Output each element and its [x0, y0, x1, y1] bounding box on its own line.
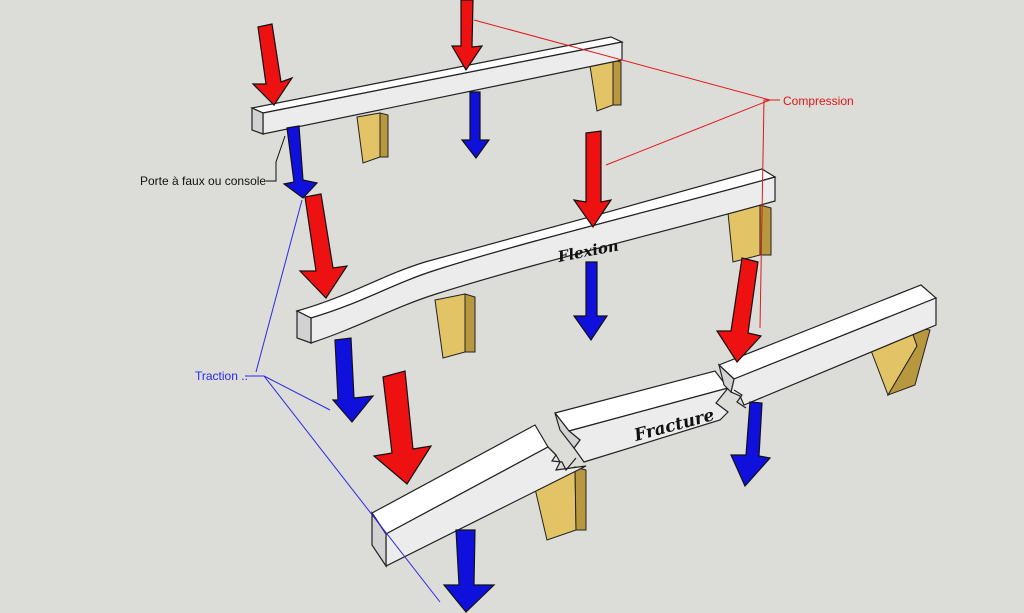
beam: [295, 168, 777, 344]
compression-arrows: [251, 0, 763, 485]
traction-arrow: [331, 337, 375, 423]
traction-arrow: [572, 261, 609, 342]
cantilever-label: Porte à faux ou console: [140, 174, 266, 188]
middle-beam-group: Flexion: [295, 168, 777, 359]
beam: [250, 36, 624, 135]
compression-arrow: [298, 193, 349, 299]
traction-arrows: [282, 91, 772, 613]
traction-arrow: [282, 125, 319, 199]
compression-arrow: [572, 130, 613, 229]
traction-arrow: [730, 401, 772, 488]
compression-arrow: [715, 257, 763, 363]
support-post: [356, 112, 389, 164]
traction-label: Traction ..: [195, 369, 248, 383]
top-beam-group: [250, 36, 624, 164]
compression-arrow: [450, 0, 484, 72]
traction-arrow: [460, 91, 491, 160]
compression-leaders: [473, 19, 780, 329]
compression-arrow: [372, 370, 433, 485]
support-post: [434, 293, 476, 359]
compression-arrow: [251, 23, 294, 106]
traction-arrow: [442, 529, 496, 613]
support-post: [589, 59, 622, 112]
broken-beam-right: [717, 284, 938, 409]
compression-label: Compression: [783, 94, 854, 108]
traction-leaders: [245, 199, 441, 603]
support-post: [727, 204, 772, 263]
cantilever-leader: [266, 135, 286, 182]
